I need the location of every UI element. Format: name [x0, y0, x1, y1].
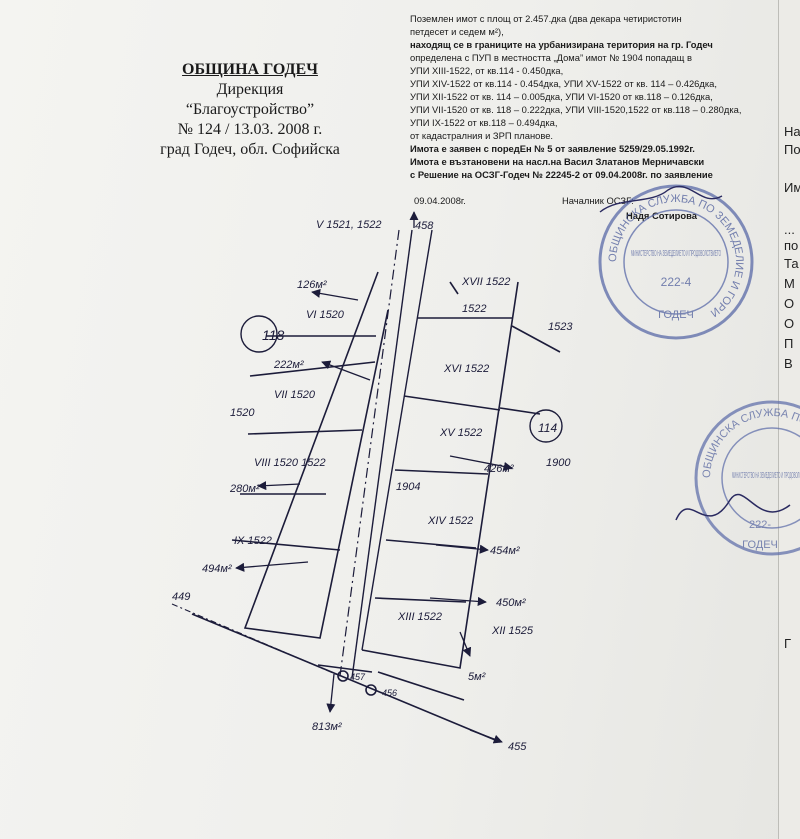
- label-450: 450м²: [496, 597, 526, 609]
- description-line: Поземлен имот с площ от 2.457.дка (два д…: [410, 13, 682, 24]
- stamp-code: 222-4: [661, 275, 692, 289]
- label-ix: IX 1522: [234, 535, 272, 547]
- label-280: 280м²: [229, 483, 260, 495]
- plan-arrows: [235, 211, 513, 744]
- label-xv: XV 1522: [439, 427, 482, 439]
- chief-name: Надя Сотирова: [626, 210, 697, 221]
- edge-letter: О: [784, 316, 795, 331]
- label-xii: XII 1525: [491, 625, 534, 637]
- label-126: 126м²: [297, 279, 327, 291]
- description-line: УПИ XIV-1522 от кв.114 - 0.454дка, УПИ X…: [410, 78, 717, 89]
- issue-date: 09.04.2008г.: [414, 195, 466, 206]
- edge-letter: По: [784, 142, 800, 157]
- label-456: 456: [382, 688, 397, 698]
- edge-letter: О: [784, 296, 795, 311]
- edge-letter: ...: [784, 222, 795, 237]
- municipality-name: ОБЩИНА ГОДЕЧ: [182, 61, 318, 78]
- description-line: Имота е заявен с поредЕн № 5 от заявлени…: [410, 143, 695, 154]
- description-line: от кадастралния и ЗРП планове.: [410, 130, 554, 141]
- stamp2-town: ГОДЕЧ: [742, 539, 778, 551]
- stamp-inner-text: МИНИСТЕРСТВО НА ЗЕМЕДЕЛИЕТО И ПРОДОВОЛСТ…: [631, 249, 721, 258]
- plan-linework: [171, 229, 563, 743]
- stamp2-code: 222-: [749, 519, 771, 531]
- edge-letter: На: [784, 124, 800, 139]
- description-line: УПИ XII-1522 от кв. 114 – 0.005дка, УПИ …: [410, 91, 713, 102]
- label-1522: 1522: [462, 303, 486, 315]
- label-vii1520: VII 1520: [274, 389, 316, 401]
- block-118-label: 118: [262, 327, 285, 343]
- description-line: определена с ПУП в местността „Дома” имо…: [410, 52, 692, 63]
- signature: [599, 185, 723, 213]
- edge-letter: Та: [784, 256, 799, 271]
- label-222: 222м²: [273, 359, 304, 371]
- edge-letter: П: [784, 336, 794, 351]
- stamp2-ring-text: ОБЩИНСКА СЛУЖБА ПО: [701, 407, 800, 478]
- label-1904: 1904: [396, 481, 420, 493]
- city-line: град Годеч, обл. Софийска: [160, 141, 340, 158]
- edge-letter: М: [784, 276, 795, 291]
- description-line: находящ се в границите на урбанизирана т…: [410, 39, 713, 50]
- document-number: № 124 / 13.03. 2008 г.: [177, 121, 323, 138]
- label-vi1520: VI 1520: [306, 309, 345, 321]
- label-457: 457: [350, 672, 366, 682]
- svg-text:ОБЩИНСКА СЛУЖБА ПО: ОБЩИНСКА СЛУЖБА ПО: [701, 407, 800, 478]
- label-455: 455: [508, 741, 527, 753]
- label-449: 449: [172, 591, 190, 603]
- label-426: 426м²: [484, 463, 514, 475]
- label-xvii: XVII 1522: [461, 276, 510, 288]
- description-line: Имота е възтановени на насл.на Васил Зла…: [410, 156, 705, 167]
- description-line: с Решение на ОСЗГ-Годеч № 22245-2 от 09.…: [410, 169, 713, 180]
- chief-label: Началник ОСЗГ:: [562, 195, 634, 206]
- label-1520: 1520: [230, 407, 255, 419]
- official-stamp-2: ОБЩИНСКА СЛУЖБА ПО МИНИСТЕРСТВО НА ЗЕМЕД…: [694, 400, 800, 556]
- label-xiii: XIII 1522: [397, 611, 442, 623]
- block-114-label: 114: [538, 421, 557, 435]
- edge-letter: В: [784, 356, 793, 371]
- signature-2: [675, 493, 791, 521]
- underlying-sheet: [778, 0, 800, 839]
- edge-letter: Г: [784, 636, 792, 651]
- label-v1521: V 1521, 1522: [316, 219, 381, 231]
- label-viii: VIII 1520 1522: [254, 457, 326, 469]
- directorate: Дирекция: [216, 81, 284, 98]
- description-line: УПИ IX-1522 от кв.118 – 0.494дка,: [410, 117, 558, 128]
- label-xiv: XIV 1522: [427, 515, 473, 527]
- description-line: УПИ XIII-1522, от кв.114 - 0.450дка,: [410, 65, 564, 76]
- label-813: 813м²: [312, 721, 342, 733]
- official-stamp: ОБЩИНСКА СЛУЖБА ПО ЗЕМЕДЕЛИЕ И ГОРИ МИНИ…: [598, 184, 754, 340]
- label-1900: 1900: [546, 457, 571, 469]
- stamp2-inner-text: МИНИСТЕРСТВО НА ЗЕМЕДЕЛИЕТО И ПРОДОВОЛСТ…: [732, 471, 800, 480]
- label-494: 494м²: [202, 563, 232, 575]
- edge-letter: по: [784, 238, 799, 253]
- label-5: 5м²: [468, 671, 486, 683]
- edge-letter: Им: [784, 180, 800, 195]
- label-xvi: XVI 1522: [443, 363, 489, 375]
- label-454: 454м²: [490, 545, 520, 557]
- department: “Благоустройство”: [185, 101, 315, 118]
- description-line: петдесет и седем м²),: [410, 26, 504, 37]
- stamp-town: ГОДЕЧ: [658, 309, 694, 321]
- description-line: УПИ VII-1520 от кв. 118 – 0.222дка, УПИ …: [410, 104, 742, 115]
- label-1523: 1523: [548, 321, 573, 333]
- label-458: 458: [415, 220, 434, 232]
- issuer-header: ОБЩИНА ГОДЕЧ Дирекция “Благоустройство” …: [100, 60, 400, 160]
- property-description: Поземлен имот с площ от 2.457.дка (два д…: [410, 12, 778, 181]
